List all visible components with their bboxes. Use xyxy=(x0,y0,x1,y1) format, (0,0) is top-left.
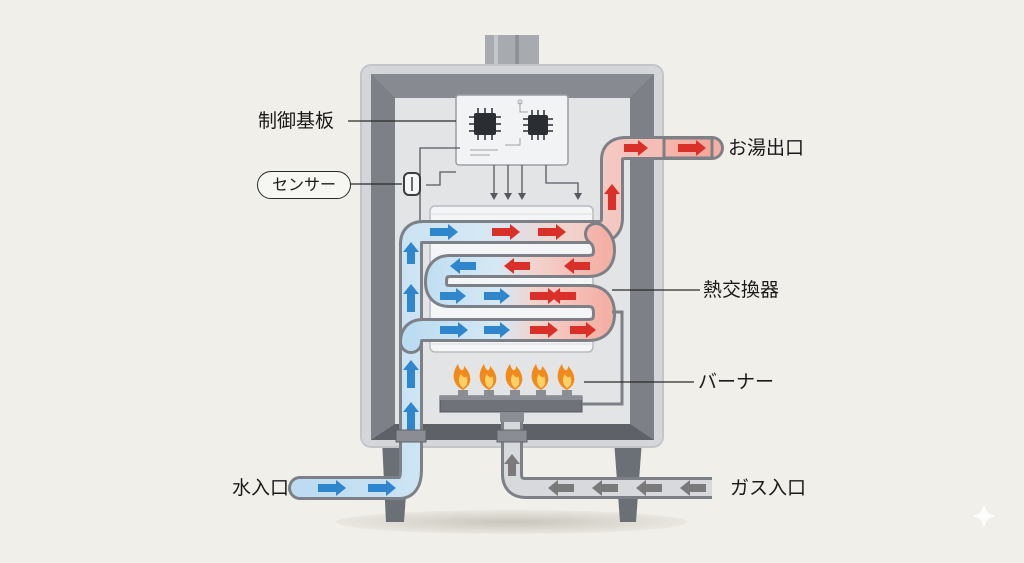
burner xyxy=(439,364,583,413)
label-burner: バーナー xyxy=(698,371,775,393)
label-water-inlet: 水入口 xyxy=(232,477,290,499)
chip-icon xyxy=(523,110,553,140)
sensor xyxy=(403,172,421,196)
control-board xyxy=(455,94,569,166)
hot-water-arrows xyxy=(492,140,706,338)
sparkle-icon xyxy=(972,504,996,528)
flame-icon xyxy=(453,364,471,390)
label-sensor: センサー xyxy=(257,171,351,199)
flame-icon xyxy=(557,364,575,390)
label-gas-inlet: ガス入口 xyxy=(730,477,807,499)
flame-icon xyxy=(505,364,523,390)
cold-water-arrows xyxy=(318,224,510,496)
flame-icon xyxy=(479,364,497,390)
leader-lines xyxy=(348,120,700,383)
label-hot-water-outlet: お湯出口 xyxy=(728,137,805,159)
label-heat-exchanger: 熱交換器 xyxy=(703,279,780,301)
flame-icon xyxy=(531,364,549,390)
chip-icon xyxy=(469,108,501,140)
gas-tube xyxy=(582,310,624,406)
label-control-board: 制御基板 xyxy=(258,110,335,132)
control-wires xyxy=(419,147,582,230)
gas-arrows xyxy=(504,454,706,496)
ground-shadow xyxy=(336,510,688,534)
